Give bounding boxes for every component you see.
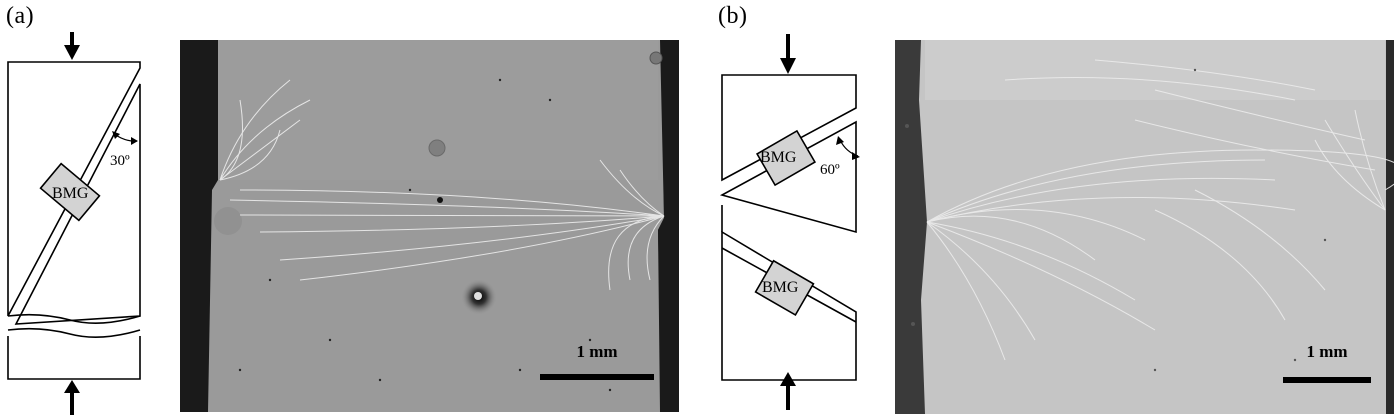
bmg-specimen-upper-label: BMG bbox=[760, 149, 797, 166]
compression-arrow-top bbox=[64, 32, 80, 60]
scale-bar-label: 1 mm bbox=[1306, 342, 1348, 361]
compression-arrow-bottom bbox=[64, 380, 80, 415]
panel-b-schematic: 60º BMG BMG bbox=[719, 34, 860, 410]
angle-label: 60º bbox=[820, 162, 840, 178]
micrograph-b: 1 mm bbox=[895, 40, 1394, 414]
scale-bar bbox=[540, 374, 654, 380]
panel-a-label: (a) bbox=[6, 3, 35, 29]
angle-indicator bbox=[112, 131, 138, 145]
micrograph-a: 1 mm bbox=[180, 40, 679, 412]
panel-a-schematic: 30º BMG bbox=[7, 32, 141, 415]
scale-bar bbox=[1283, 377, 1371, 383]
fixture-lower-block bbox=[7, 336, 141, 380]
angle-indicator bbox=[836, 136, 860, 160]
bmg-specimen-lower bbox=[754, 259, 815, 317]
angle-label: 30º bbox=[110, 153, 130, 169]
bmg-specimen-lower-label: BMG bbox=[762, 279, 799, 296]
bmg-specimen-upper bbox=[755, 129, 817, 187]
panel-b-label: (b) bbox=[718, 3, 748, 29]
compression-arrow-bottom bbox=[780, 372, 796, 410]
bmg-specimen bbox=[39, 162, 101, 222]
scale-bar-label: 1 mm bbox=[576, 342, 618, 361]
compression-arrow-top bbox=[780, 34, 796, 74]
bmg-specimen-label: BMG bbox=[52, 185, 89, 202]
